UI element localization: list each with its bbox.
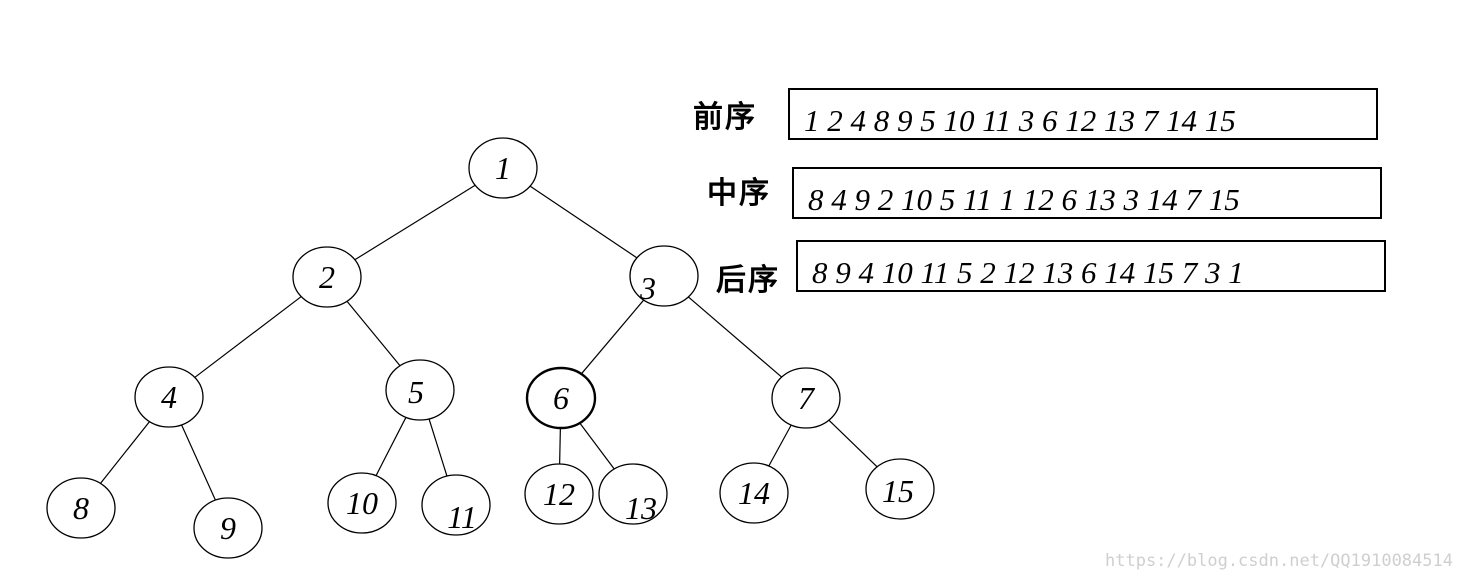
tree-node-14: 14: [719, 462, 789, 524]
node-label-11: 11: [447, 499, 477, 535]
node-circle-5: [385, 359, 455, 421]
node-circle-11: [421, 474, 491, 536]
node-circle-15: [865, 458, 935, 520]
node-circle-7: [771, 367, 841, 429]
node-label-10: 10: [346, 485, 378, 521]
tree-edges: [100, 184, 878, 501]
tree-node-10: 10: [327, 472, 397, 534]
node-label-6: 6: [553, 380, 569, 416]
edge-7-14: [768, 424, 792, 467]
preorder-sequence-box: 1 2 4 8 9 5 10 11 3 6 12 13 7 14 15: [788, 88, 1378, 140]
tree-node-9: 9: [193, 497, 263, 559]
tree-node-6: 6: [525, 366, 597, 430]
node-label-3: 3: [639, 270, 656, 306]
edge-5-10: [375, 417, 407, 476]
tree-node-4: 4: [134, 366, 204, 428]
tree-node-15: 15: [865, 458, 935, 520]
postorder-label: 后序: [716, 263, 780, 298]
tree-node-5: 5: [385, 359, 455, 421]
node-label-12: 12: [543, 476, 575, 512]
node-label-1: 1: [495, 150, 511, 186]
edge-2-4: [194, 296, 302, 378]
tree-node-8: 8: [46, 477, 116, 539]
tree-node-11: 11: [421, 474, 491, 536]
preorder-label: 前序: [693, 100, 757, 135]
node-label-7: 7: [798, 380, 816, 416]
node-circle-3: [629, 245, 699, 307]
node-label-15: 15: [882, 473, 914, 509]
node-label-13: 13: [625, 490, 657, 526]
tree-node-1: 1: [468, 137, 538, 199]
edge-2-5: [346, 300, 401, 367]
tree-node-3: 3: [629, 245, 699, 307]
tree-node-7: 7: [771, 367, 841, 429]
tree-node-2: 2: [292, 246, 362, 308]
edge-4-9: [181, 424, 216, 501]
edge-1-3: [529, 185, 638, 259]
node-circle-14: [719, 462, 789, 524]
node-circle-10: [327, 472, 397, 534]
node-label-14: 14: [738, 475, 770, 511]
watermark: https://blog.csdn.net/QQ1910084514: [1105, 551, 1453, 571]
edge-4-8: [100, 421, 150, 484]
node-circle-12: [524, 463, 594, 525]
edge-1-2: [354, 184, 476, 261]
node-label-2: 2: [319, 259, 335, 295]
node-label-8: 8: [73, 490, 89, 526]
node-circle-9: [193, 497, 263, 559]
node-label-5: 5: [408, 374, 424, 410]
node-circle-13: [598, 463, 668, 525]
edge-3-6: [580, 299, 645, 375]
node-label-4: 4: [161, 379, 177, 415]
inorder-sequence-box: 8 4 9 2 10 5 11 1 12 6 13 3 14 7 15: [792, 167, 1382, 219]
node-circle-4: [134, 366, 204, 428]
edge-5-11: [428, 418, 448, 477]
postorder-sequence-box: 8 9 4 10 11 5 2 12 13 6 14 15 7 3 1: [796, 240, 1386, 292]
edge-3-7: [687, 296, 783, 378]
inorder-label: 中序: [707, 176, 771, 211]
edge-6-13: [579, 422, 615, 470]
node-circle-1: [468, 137, 538, 199]
tree-node-13: 13: [598, 463, 668, 526]
tree-node-12: 12: [524, 463, 594, 525]
node-circle-2: [292, 246, 362, 308]
node-circle-6: [525, 366, 597, 430]
edge-7-15: [828, 419, 878, 468]
edge-6-12: [559, 427, 561, 465]
node-label-9: 9: [220, 510, 236, 546]
node-circle-8: [46, 477, 116, 539]
